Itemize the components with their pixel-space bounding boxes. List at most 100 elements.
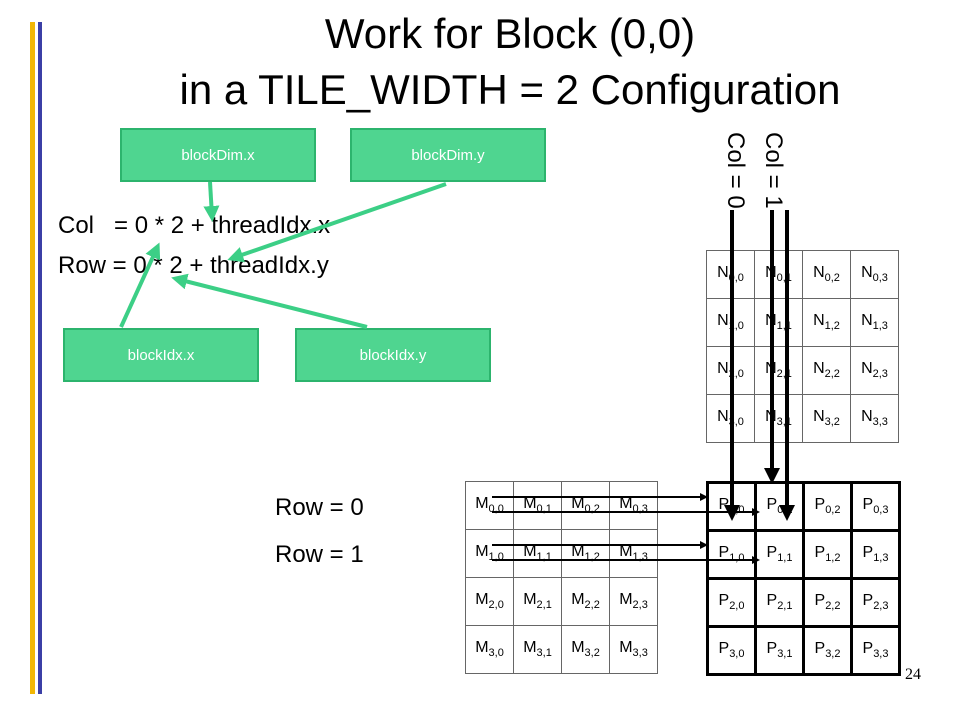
row-1-label: Row = 1 <box>275 541 364 568</box>
matrix-m-cell: M2,2 <box>561 577 610 626</box>
matrix-n-cell: N0,3 <box>850 250 899 299</box>
cell-letter: N <box>717 312 729 330</box>
matrix-n-row: N1,0N1,1N1,2N1,3 <box>706 298 899 347</box>
cell-letter: M <box>571 495 585 513</box>
cell-index: 0,2 <box>824 272 840 285</box>
cell-letter: N <box>717 408 729 426</box>
matrix-p-cell: P0,3 <box>850 481 901 532</box>
blockidx-x-box: blockIdx.x <box>63 328 259 382</box>
cell-letter: P <box>718 640 730 658</box>
col-formula: Col = 0 * 2 + threadIdx.x <box>58 212 331 239</box>
title-line-1: Work for Block (0,0) <box>324 10 696 57</box>
cell-index: 1,0 <box>729 552 745 565</box>
matrix-n-cell: N3,3 <box>850 394 899 443</box>
cell-letter: P <box>862 496 874 514</box>
cell-letter: M <box>571 543 585 561</box>
matrix-m-cell: M2,3 <box>609 577 658 626</box>
cell-index: 3,3 <box>872 416 888 429</box>
matrix-p-cell: P3,0 <box>706 625 757 676</box>
cell-index: 2,2 <box>584 599 600 612</box>
cell-letter: M <box>571 639 585 657</box>
cell-letter: N <box>861 360 873 378</box>
matrix-n-cell: N1,3 <box>850 298 899 347</box>
matrix-p-cell: P2,1 <box>754 577 805 628</box>
arrow-blockidx-y <box>171 273 368 329</box>
cell-index: 2,2 <box>825 600 841 613</box>
cell-letter: M <box>619 639 633 657</box>
cell-letter: M <box>523 495 537 513</box>
arrow-blockidx-x <box>119 242 161 328</box>
cell-letter: M <box>475 639 489 657</box>
matrix-n-cell: N0,2 <box>802 250 851 299</box>
cell-index: 2,3 <box>873 600 889 613</box>
cell-letter: P <box>766 544 778 562</box>
matrix-m-cell: M1,1 <box>513 529 562 578</box>
cell-letter: P <box>814 544 826 562</box>
slide-title: Work for Block (0,0) in a TILE_WIDTH = 2… <box>50 6 960 118</box>
cell-index: 2,1 <box>777 600 793 613</box>
cell-letter: N <box>813 408 825 426</box>
page-number: 24 <box>905 666 921 683</box>
cell-letter: N <box>717 360 729 378</box>
blockdim-x-box: blockDim.x <box>120 128 316 182</box>
cell-index: 3,2 <box>825 648 841 661</box>
arrow-blockdim-y <box>227 182 447 263</box>
matrix-m-cell: M0,3 <box>609 481 658 530</box>
cell-index: 3,0 <box>488 647 504 660</box>
cell-letter: N <box>813 360 825 378</box>
matrix-m-cell: M3,1 <box>513 625 562 674</box>
cell-letter: P <box>862 544 874 562</box>
decorative-bar-blue <box>38 22 42 694</box>
matrix-n-cell: N1,2 <box>802 298 851 347</box>
cell-letter: P <box>718 544 730 562</box>
cell-letter: P <box>862 592 874 610</box>
cell-letter: P <box>718 496 730 514</box>
matrix-m-cell: M0,0 <box>465 481 514 530</box>
cell-index: 3,1 <box>536 647 552 660</box>
matrix-p-cell: P0,0 <box>706 481 757 532</box>
cell-index: 2,2 <box>824 368 840 381</box>
cell-index: 3,3 <box>873 648 889 661</box>
cell-index: 0,2 <box>825 504 841 517</box>
cell-letter: N <box>861 408 873 426</box>
matrix-m-cell: M3,3 <box>609 625 658 674</box>
cell-index: 2,0 <box>488 599 504 612</box>
cell-letter: N <box>717 264 729 282</box>
matrix-n-cell: N3,2 <box>802 394 851 443</box>
cell-letter: P <box>814 496 826 514</box>
cell-index: 1,3 <box>872 320 888 333</box>
cell-index: 3,2 <box>824 416 840 429</box>
cell-index: 3,2 <box>584 647 600 660</box>
cell-letter: P <box>718 592 730 610</box>
cell-index: 2,3 <box>872 368 888 381</box>
cell-index: 3,0 <box>729 648 745 661</box>
matrix-m-cell: M2,1 <box>513 577 562 626</box>
blockdim-y-box: blockDim.y <box>350 128 546 182</box>
matrix-p-cell: P1,1 <box>754 529 805 580</box>
matrix-p-cell: P0,2 <box>802 481 853 532</box>
matrix-n-row: N3,0N3,1N3,2N3,3 <box>706 394 899 443</box>
cell-letter: M <box>475 591 489 609</box>
cell-index: 2,1 <box>536 599 552 612</box>
cell-index: 1,3 <box>873 552 889 565</box>
blockidx-y-box: blockIdx.y <box>295 328 491 382</box>
cell-letter: M <box>619 591 633 609</box>
cell-letter: M <box>523 591 537 609</box>
cell-letter: P <box>814 592 826 610</box>
cell-index: 2,3 <box>632 599 648 612</box>
matrix-m-cell: M3,2 <box>561 625 610 674</box>
cell-letter: M <box>475 495 489 513</box>
matrix-m-cell: M1,3 <box>609 529 658 578</box>
cell-letter: N <box>861 312 873 330</box>
cell-index: 1,1 <box>777 552 793 565</box>
cell-letter: N <box>813 312 825 330</box>
matrix-m-cell: M1,0 <box>465 529 514 578</box>
matrix-p-cell: P3,2 <box>802 625 853 676</box>
cell-letter: M <box>523 543 537 561</box>
